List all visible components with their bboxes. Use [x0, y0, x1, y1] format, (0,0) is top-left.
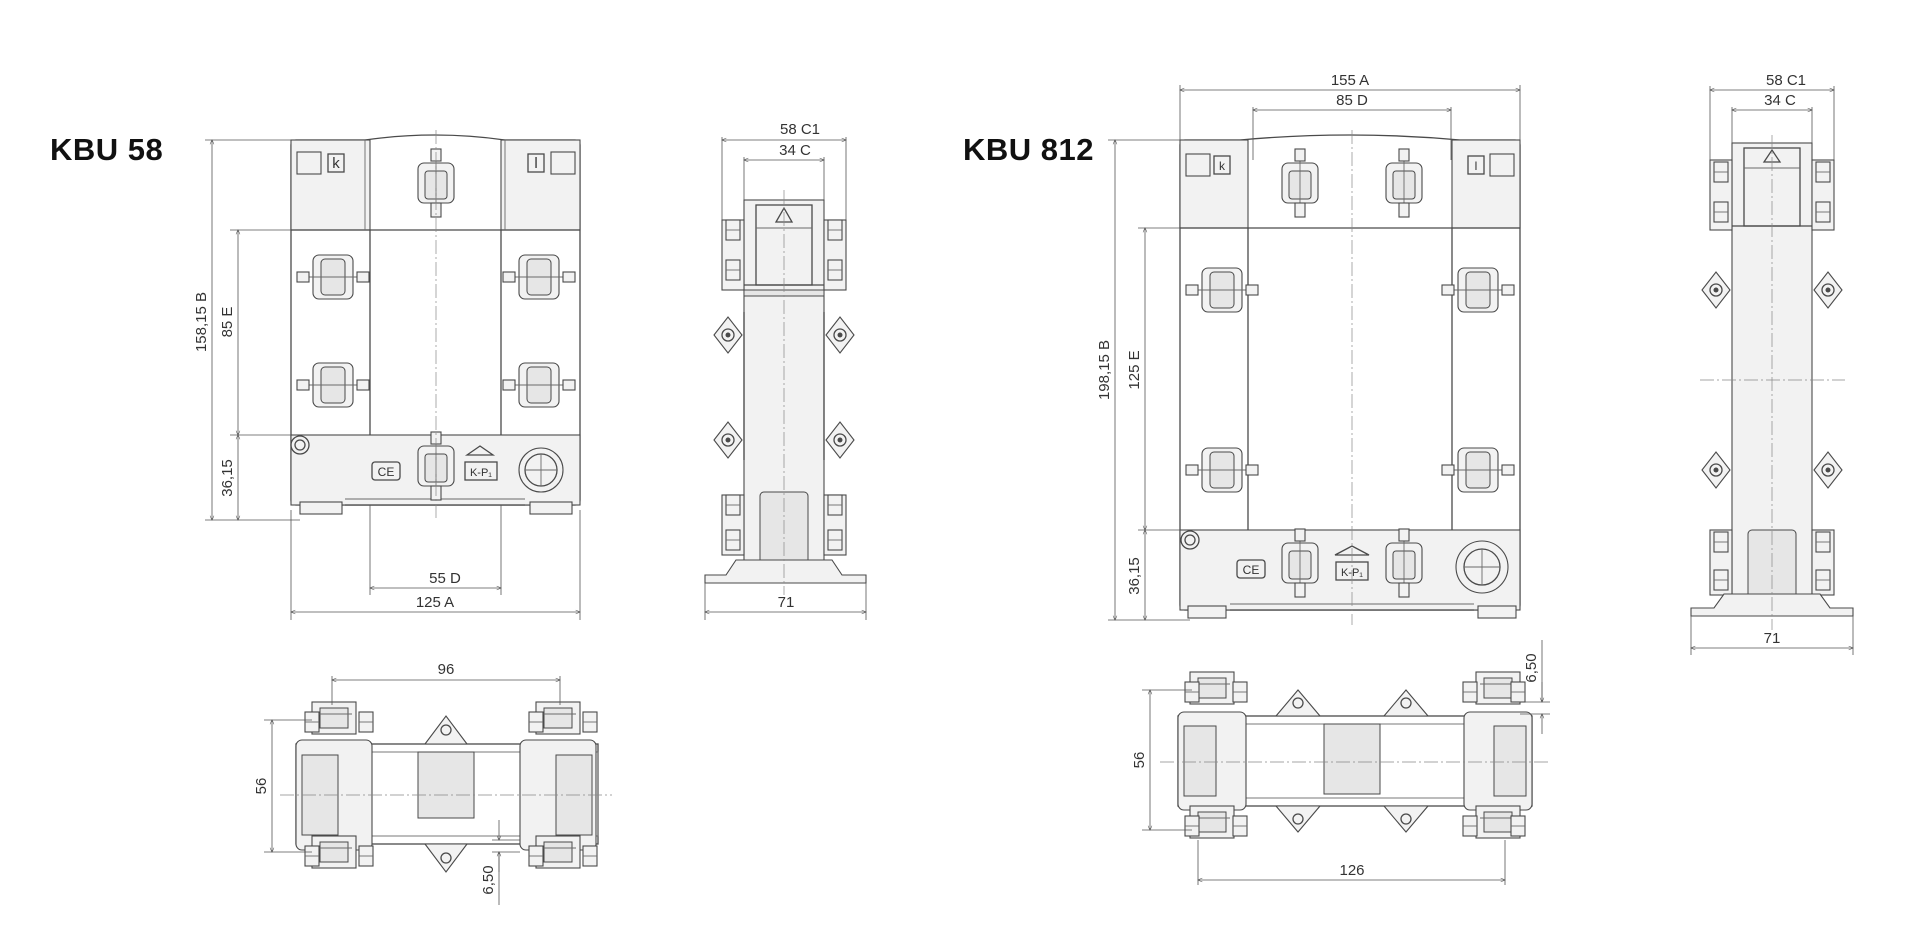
kbu58-side-base-label: 71	[778, 594, 795, 611]
model-title-kbu812: KBU 812	[963, 132, 1094, 167]
kbu58-side-view	[704, 190, 867, 595]
kbu812-bottom-view	[1160, 671, 1550, 839]
kbu58-side-outer-label: 58 C1	[780, 121, 820, 138]
kbu812-bottom-depth-label: 56	[1131, 752, 1148, 769]
kbu58-bottom-depth-label: 56	[253, 778, 270, 795]
kbu812-ce-mark: CE	[1243, 563, 1260, 577]
kbu812-bottom-dimensions: 126 56 6,50	[1131, 640, 1550, 885]
kbu812-front-view: k l CE K-P₁	[1179, 130, 1521, 625]
kbu58-bottom-dimensions: 96 56 6,50	[253, 661, 560, 905]
terminal-k-label: k	[332, 155, 340, 172]
kbu58-base-height-label: 36,15	[219, 459, 236, 497]
kbu58-bottom-offset-label: 6,50	[480, 865, 497, 894]
kbu812-front-dimensions: 155 A 85 D 198,15 B 125 E 36,15	[1096, 72, 1520, 620]
terminal-l-label: l	[534, 155, 537, 172]
kbu812-height-label: 198,15 B	[1096, 340, 1113, 400]
kbu58-front-dimensions: 125 A 55 D 158,15 B 85 E 36,15	[193, 140, 580, 620]
kbu812-base-height-label: 36,15	[1126, 557, 1143, 595]
kbu812-side-dimensions: 58 C1 34 C 71	[1691, 72, 1853, 655]
kbu58-front-view: k l CE K-P₁	[290, 130, 581, 520]
kbu812-bottom-offset-label: 6,50	[1523, 653, 1540, 682]
kbu58-bottom-view	[280, 701, 612, 873]
kbu812-terminal-l-label: l	[1475, 159, 1478, 173]
ce-mark: CE	[378, 465, 395, 479]
kp-mark: K-P₁	[470, 467, 492, 479]
kbu812-window-height-label: 125 E	[1126, 350, 1143, 389]
kbu812-terminal-spacing-label: 85 D	[1336, 92, 1368, 109]
kbu812-side-outer-label: 58 C1	[1766, 72, 1806, 89]
kbu812-side-base-label: 71	[1764, 630, 1781, 647]
kbu812-terminal-k-label: k	[1219, 159, 1226, 173]
kbu812-side-inner-label: 34 C	[1764, 92, 1796, 109]
kbu58-bottom-spacing-label: 96	[438, 661, 455, 678]
kbu58-window-height-label: 85 E	[219, 307, 236, 338]
kbu812-side-view	[1690, 135, 1854, 630]
kbu58-side-dimensions: 58 C1 34 C 71	[705, 121, 866, 620]
kbu812-bottom-spacing-label: 126	[1339, 862, 1364, 879]
kbu812-width-label: 155 A	[1331, 72, 1369, 89]
kbu58-side-inner-label: 34 C	[779, 142, 811, 159]
kbu58-height-label: 158,15 B	[193, 292, 210, 352]
model-title-kbu58: KBU 58	[50, 132, 164, 167]
kbu58-terminal-spacing-label: 55 D	[429, 570, 461, 587]
kbu58-width-label: 125 A	[416, 594, 454, 611]
